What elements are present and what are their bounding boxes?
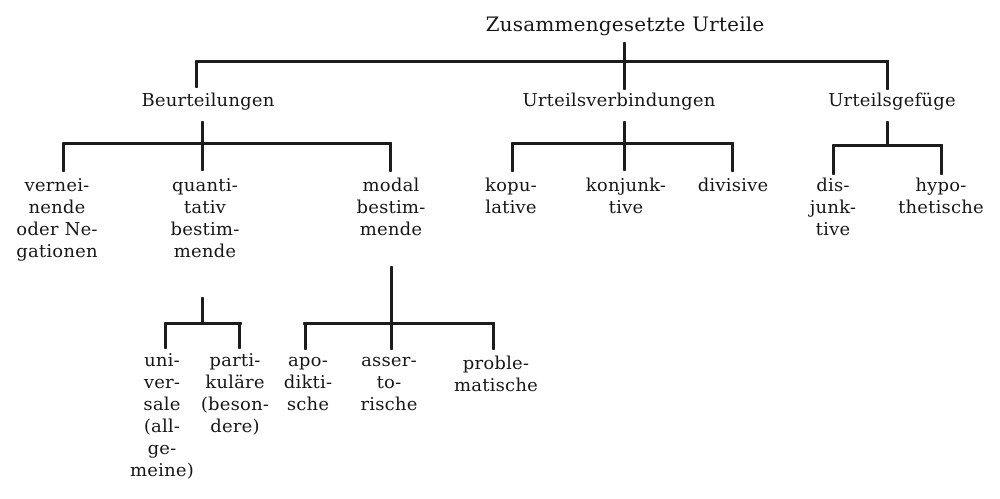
node-partikulaere-label: parti- kuläre (beson- dere) <box>200 350 270 437</box>
node-beurteilungen-label: Beurteilungen <box>141 90 275 111</box>
connector-drop-disjunktive <box>832 144 835 175</box>
connector-level1-horizontal <box>196 60 889 63</box>
node-kopulative-label: kopu- lative <box>485 175 537 218</box>
connector-drop-apodiktische <box>304 322 307 350</box>
connector-drop-divisive <box>731 142 734 172</box>
connector-quantitativ-stub <box>201 297 204 325</box>
node-root-label: Zusammengesetzte Urteile <box>485 12 765 36</box>
connector-drop-verneinende <box>62 142 65 172</box>
node-divisive-label: divisive <box>697 175 769 196</box>
connector-beurteilungen-stub <box>201 121 204 171</box>
connector-drop-modal <box>389 142 392 172</box>
node-problematische-label: proble- matische <box>454 353 538 396</box>
node-urteilsverbindungen-label: Urteilsverbindungen <box>522 90 716 111</box>
node-urteilsgefuege-label: Urteilsgefüge <box>828 90 956 111</box>
connector-drop-universale <box>164 322 167 349</box>
node-apodiktische-label: apo- dikti- sche <box>283 350 333 415</box>
node-konjunktive-label: konjunk- tive <box>585 175 667 218</box>
connector-urteilsverbindungen-stub <box>623 121 626 171</box>
connector-beurteilungen-horizontal <box>63 142 392 145</box>
connector-root-vertical <box>623 42 626 90</box>
connector-quantitativ-horizontal <box>165 322 242 325</box>
connector-modal-horizontal <box>303 322 495 325</box>
connector-drop-partikulaere <box>238 322 241 349</box>
connector-drop-hypothetische <box>940 144 943 175</box>
node-hypothetische-label: hypo- thetische <box>898 175 984 218</box>
connector-urteilsverbindungen-horizontal <box>512 142 734 145</box>
connector-modal-stub <box>390 266 393 325</box>
node-modal-label: modal bestim- mende <box>356 175 426 240</box>
connector-drop-kopulative <box>511 142 514 172</box>
node-universale-label: uni- ver- sale (all- ge- meine) <box>130 350 194 481</box>
connector-urteilsgefuege-horizontal <box>833 144 943 147</box>
node-disjunktive-label: dis- junk- tive <box>809 175 857 240</box>
connector-urteilsgefuege-stub <box>886 121 889 147</box>
connector-drop-urteilsgefuege <box>886 60 889 90</box>
connector-drop-problematische <box>492 322 495 350</box>
node-quantitativ-label: quanti- tativ bestim- mende <box>170 175 240 262</box>
connector-drop-beurteilungen <box>195 60 198 88</box>
node-verneinende-label: vernei- nende oder Ne- gationen <box>16 175 98 262</box>
connector-drop-assertorische <box>390 322 393 350</box>
node-assertorische-label: asser- to- rische <box>360 350 418 415</box>
